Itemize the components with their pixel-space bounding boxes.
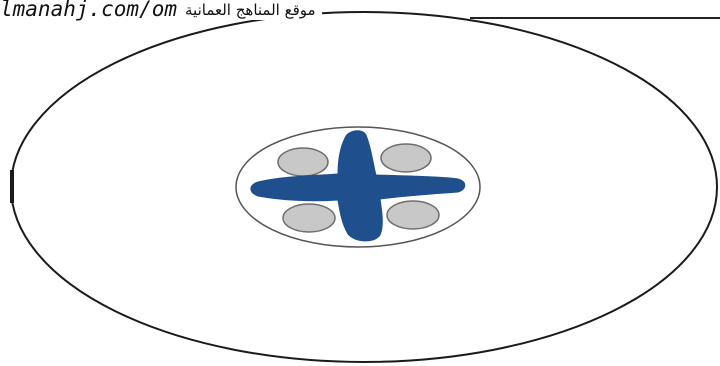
watermark-url: lmanahj.com/om — [0, 0, 177, 20]
grey-circle-bottom-right — [387, 201, 439, 229]
header-divider-line — [470, 17, 720, 19]
grey-circle-top-left — [278, 148, 328, 176]
watermark: lmanahj.com/om موقع المناهج العمانية — [0, 0, 322, 20]
watermark-arabic: موقع المناهج العمانية — [185, 0, 316, 20]
grey-circle-top-right — [381, 144, 431, 172]
grey-circle-bottom-left — [283, 204, 335, 232]
